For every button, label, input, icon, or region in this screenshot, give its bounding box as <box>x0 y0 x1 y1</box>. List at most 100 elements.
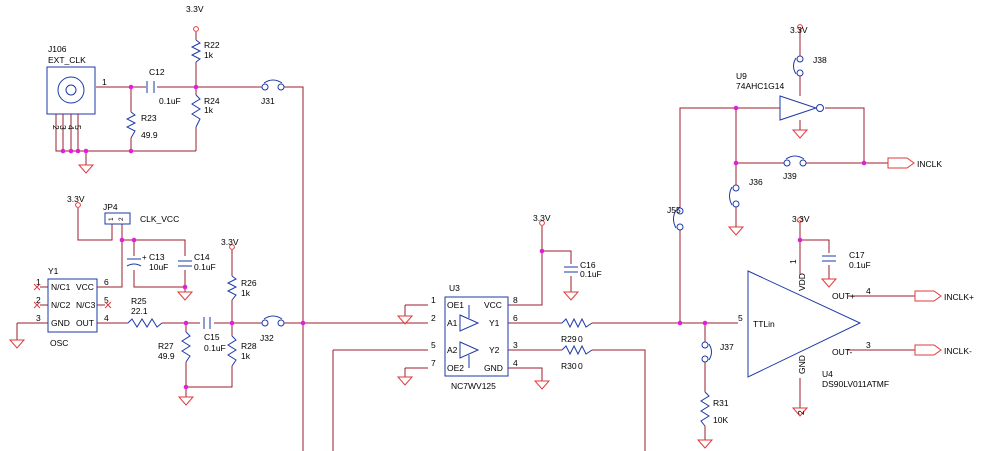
lvds-pin-number: 3 <box>866 340 871 350</box>
resistor-value: 22.1 <box>131 306 148 316</box>
lvds-pin-name: OUT+ <box>832 291 855 301</box>
supply-label: 3.3V <box>67 194 85 204</box>
resistor-value: 0 <box>578 361 583 371</box>
resistor-r30: R30 0 <box>561 344 593 371</box>
resistor-r29: R29 0 <box>561 317 593 344</box>
buffer-ref: U3 <box>449 283 460 293</box>
osc-pin-name: N/C3 <box>76 300 96 310</box>
supply-label: 3.3V <box>792 214 810 224</box>
osc-pin-name: N/C2 <box>51 300 71 310</box>
connector-pin: 3 <box>58 125 68 130</box>
resistor-ref: R24 <box>204 96 220 106</box>
connector-pin: 2 <box>51 125 61 130</box>
jumper-j38: J38 <box>793 55 827 77</box>
resistor-r26: R26 1k <box>226 275 257 301</box>
jumper-ref: J39 <box>783 171 797 181</box>
jumper-j36: J36 <box>729 177 763 208</box>
supply-label: 3.3V <box>533 213 551 223</box>
capacitor-value: 0.1uF <box>159 96 181 106</box>
resistor-ref: R23 <box>141 113 157 123</box>
resistor-ref: R28 <box>241 341 257 351</box>
lvds-value: DS90LV011ATMF <box>822 379 889 389</box>
osc-pin-name: VCC <box>76 282 94 292</box>
jp4-pin: 2 <box>118 217 125 221</box>
off-page-ports: INCLK INCLK+ INCLK- <box>887 157 974 356</box>
resistor-ref: R22 <box>204 40 220 50</box>
capacitor-c12: C12 0.1uF <box>146 67 181 106</box>
buffer-pin-number: 6 <box>513 313 518 323</box>
connector-pin: 1 <box>102 77 107 87</box>
supply-label: 3.3V <box>790 25 808 35</box>
buffer-pin-number: 2 <box>431 313 436 323</box>
capacitors: C12 0.1uF + C13 10uF C14 0.1uF C15 0.1uF… <box>126 67 871 353</box>
connector-j106: J106 EXT_CLK 1 2 3 4 5 <box>46 44 107 143</box>
power-pins: 3.3V 3.3V 3.3V 3.3V 3.3V 3.3V <box>67 4 810 250</box>
resistor-ref: R29 <box>561 334 577 344</box>
buffer-u3: U3 NC7WV125 1 2 5 7 8 6 3 4 OE1 A1 A2 OE… <box>431 283 518 391</box>
resistor-r25: R25 22.1 <box>127 296 163 328</box>
resistor-ref: R26 <box>241 278 257 288</box>
resistor-value: 10K <box>713 415 728 425</box>
lvds-pin-name: TTLin <box>753 319 775 329</box>
svg-text:+: + <box>142 253 147 262</box>
capacitor-ref: C17 <box>849 250 865 260</box>
buffer-pin-number: 1 <box>431 295 436 305</box>
buffer-pin-name: Y1 <box>489 318 500 328</box>
jp4-value: CLK_VCC <box>140 214 179 224</box>
lvds-pin-number: 5 <box>738 313 743 323</box>
jumper-ref: J38 <box>813 55 827 65</box>
buffer-pin-number: 7 <box>431 358 436 368</box>
buffer-value: NC7WV125 <box>451 381 496 391</box>
buffer-pin-name: Y2 <box>489 345 500 355</box>
buffer-pin-name: A1 <box>447 318 458 328</box>
inverter-value: 74AHC1G14 <box>736 81 784 91</box>
osc-pin-number: 4 <box>104 313 109 323</box>
resistor-value: 1k <box>241 288 251 298</box>
jumper-ref: J31 <box>261 96 275 106</box>
resistor-ref: R25 <box>131 296 147 306</box>
lvds-pin-name: OUT- <box>832 347 852 357</box>
supply-label: 3.3V <box>221 237 239 247</box>
buffer-pin-name: VCC <box>484 300 502 310</box>
osc-pin-number: 1 <box>36 277 41 287</box>
lvds-driver-u4: U4 DS90LV011ATMF 5 1 2 4 3 TTLin VDD GND… <box>738 259 889 415</box>
buffer-pin-name: A2 <box>447 345 458 355</box>
buffer-pin-name: OE2 <box>447 363 464 373</box>
capacitor-value: 10uF <box>149 262 168 272</box>
port-label: INCLK <box>917 159 942 169</box>
resistor-value: 1k <box>241 351 251 361</box>
resistor-ref: R27 <box>158 341 174 351</box>
junction-dots <box>60 84 867 390</box>
resistor-r24: R24 1k <box>191 94 220 128</box>
resistor-value: 49.9 <box>158 351 175 361</box>
capacitor-c16: C16 0.1uF <box>564 260 602 279</box>
osc-pin-name: N/C1 <box>51 282 71 292</box>
wires <box>16 30 915 451</box>
osc-pin-number: 2 <box>36 295 41 305</box>
capacitor-c15: C15 0.1uF <box>203 317 226 353</box>
capacitor-c17: C17 0.1uF <box>822 250 871 270</box>
osc-ref: Y1 <box>48 266 59 276</box>
lvds-pin-number: 4 <box>866 286 871 296</box>
oscillator-y1: Y1 OSC 1 2 3 4 5 6 N/C1 N/C2 GND VCC N/C… <box>33 266 112 348</box>
osc-pin-number: 6 <box>104 277 109 287</box>
capacitor-value: 0.1uF <box>194 262 216 272</box>
port-label: INCLK+ <box>944 292 974 302</box>
connector-value: EXT_CLK <box>48 55 86 65</box>
jumper-j37: J37 <box>701 341 734 363</box>
resistor-value: 1k <box>204 105 214 115</box>
buffer-pin-name: GND <box>484 363 503 373</box>
port-label: INCLK- <box>944 346 972 356</box>
resistor-r27: R27 49.9 <box>158 331 191 363</box>
buffer-pin-number: 5 <box>431 340 436 350</box>
supply-label: 3.3V <box>186 4 204 14</box>
jp4-ref: JP4 <box>103 202 118 212</box>
buffer-pin-number: 8 <box>513 295 518 305</box>
resistor-ref: R30 <box>561 361 577 371</box>
solder-jumpers: J31 J32 J55 J38 J36 J39 <box>260 55 827 363</box>
inverter-ref: U9 <box>736 71 747 81</box>
lvds-pin-name: GND <box>797 355 807 374</box>
connector-pin: 5 <box>73 125 83 130</box>
buffer-pin-number: 4 <box>513 358 518 368</box>
jumper-ref: J55 <box>667 205 681 215</box>
